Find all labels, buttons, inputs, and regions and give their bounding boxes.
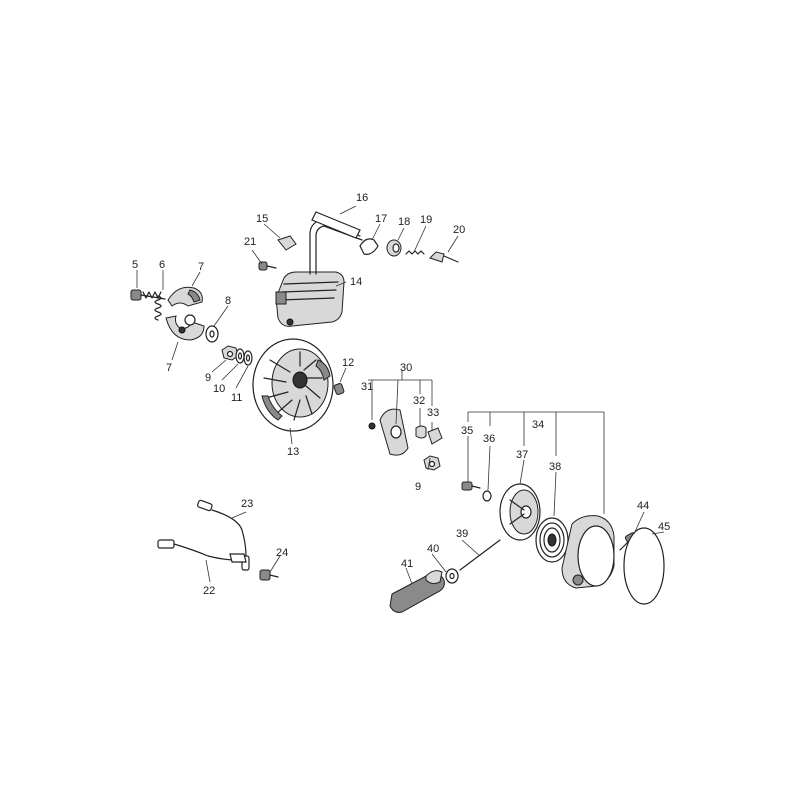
callout-7-lower: 7 xyxy=(166,362,172,374)
nut-9b-part xyxy=(423,455,441,471)
grommet-part xyxy=(386,239,402,257)
callout-8: 8 xyxy=(225,295,231,307)
callout-33: 33 xyxy=(427,407,439,419)
callout-7-upper: 7 xyxy=(198,261,204,273)
callout-23: 23 xyxy=(241,498,253,510)
callout-12: 12 xyxy=(342,357,354,369)
elbow-part xyxy=(359,238,379,255)
washer-36-part xyxy=(482,490,492,502)
callout-5: 5 xyxy=(132,259,138,271)
rope-part xyxy=(459,539,501,571)
starter-case-part xyxy=(561,515,615,589)
clutch-shoe-part xyxy=(165,286,205,341)
callout-21: 21 xyxy=(244,236,256,248)
reel-part xyxy=(499,483,541,541)
handle-part xyxy=(389,570,445,613)
callout-20: 20 xyxy=(453,224,465,236)
screw-24-part xyxy=(259,569,279,581)
leader-lines xyxy=(136,205,665,585)
callout-14: 14 xyxy=(350,276,362,288)
callout-37: 37 xyxy=(516,449,528,461)
callout-44: 44 xyxy=(637,500,649,512)
nut-washer-stack xyxy=(221,345,253,366)
starter-pulley-part xyxy=(368,408,443,456)
callout-11: 11 xyxy=(231,392,242,404)
callout-24: 24 xyxy=(276,547,288,559)
callout-19: 19 xyxy=(420,214,432,226)
callout-9b: 9 xyxy=(415,481,421,493)
callout-6: 6 xyxy=(159,259,165,271)
flywheel-key-part xyxy=(333,382,345,396)
callout-31: 31 xyxy=(361,381,373,393)
callout-18: 18 xyxy=(398,216,410,228)
spring-part xyxy=(405,250,425,255)
callout-41: 41 xyxy=(401,558,413,570)
callout-40: 40 xyxy=(427,543,439,555)
clutch-bolt-part xyxy=(130,289,166,301)
callout-17: 17 xyxy=(375,213,387,225)
callout-38: 38 xyxy=(549,461,561,473)
lead-wire-23-part xyxy=(197,499,250,571)
plug-cap-part xyxy=(277,235,297,251)
callout-32: 32 xyxy=(413,395,425,407)
screw-35-part xyxy=(461,481,481,491)
callout-labels: 5 6 7 7 8 9 10 11 12 13 14 15 16 17 18 1… xyxy=(132,192,670,597)
callout-10: 10 xyxy=(213,383,225,395)
callout-45: 45 xyxy=(658,521,670,533)
gasket-45-part xyxy=(623,527,665,605)
ignition-coil-part xyxy=(275,219,363,327)
callout-22: 22 xyxy=(203,585,215,597)
recoil-spring-part xyxy=(535,517,569,563)
callout-13: 13 xyxy=(287,446,299,458)
callout-36: 36 xyxy=(483,433,495,445)
clutch-spring-part xyxy=(154,295,162,321)
rope-guide-part xyxy=(445,568,459,584)
flywheel-part xyxy=(252,338,334,432)
callout-16: 16 xyxy=(356,192,368,204)
callout-39: 39 xyxy=(456,528,468,540)
hose-part xyxy=(311,211,361,239)
callout-30: 30 xyxy=(400,362,412,374)
callout-15: 15 xyxy=(256,213,268,225)
lead-wire-22-part xyxy=(157,539,247,563)
callout-34: 34 xyxy=(532,419,544,431)
callout-35: 35 xyxy=(461,425,473,437)
callout-9: 9 xyxy=(205,372,211,384)
clutch-washer-part xyxy=(205,325,219,343)
spark-plug-part xyxy=(429,251,459,263)
screw-21-part xyxy=(258,261,277,271)
